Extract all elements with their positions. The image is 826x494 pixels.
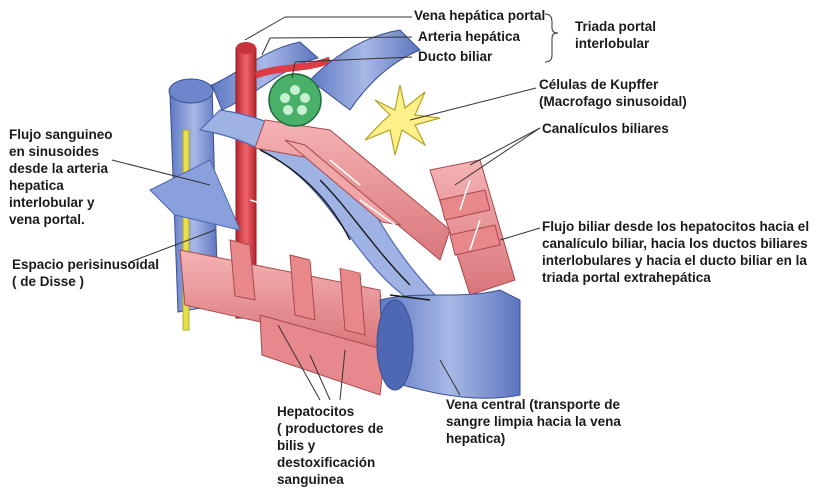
label-kupffer: Células de Kupffer (Macrofago sinusoidal… [539, 76, 687, 110]
interlobular-vein-upper [310, 30, 420, 110]
label-triada-portal: Triada portal interlobular [575, 18, 656, 52]
label-canaliculos: Canalículos biliares [542, 120, 669, 137]
label-ducto-biliar: Ducto biliar [418, 48, 492, 65]
hepatocyte-plate-front [180, 240, 385, 395]
label-arteria-hepatica: Arteria hepática [418, 28, 520, 45]
label-hepatocitos: Hepatocitos ( productores de bilis y des… [277, 403, 384, 488]
label-vena-central: Vena central (transporte de sangre limpi… [446, 396, 621, 447]
central-vein [377, 290, 520, 398]
label-flujo-sanguineo: Flujo sanguineo en sinusoides desde la a… [9, 126, 113, 228]
label-espacio-perisinusoidal: Espacio perisinusoidal ( de Disse ) [12, 256, 159, 290]
bile-duct-cross-section [269, 74, 321, 126]
kupffer-cell [365, 85, 440, 155]
label-vena-hepatica-portal: Vena hepática portal [414, 7, 545, 24]
label-flujo-biliar: Flujo biliar desde los hepatocitos hacia… [542, 218, 809, 286]
